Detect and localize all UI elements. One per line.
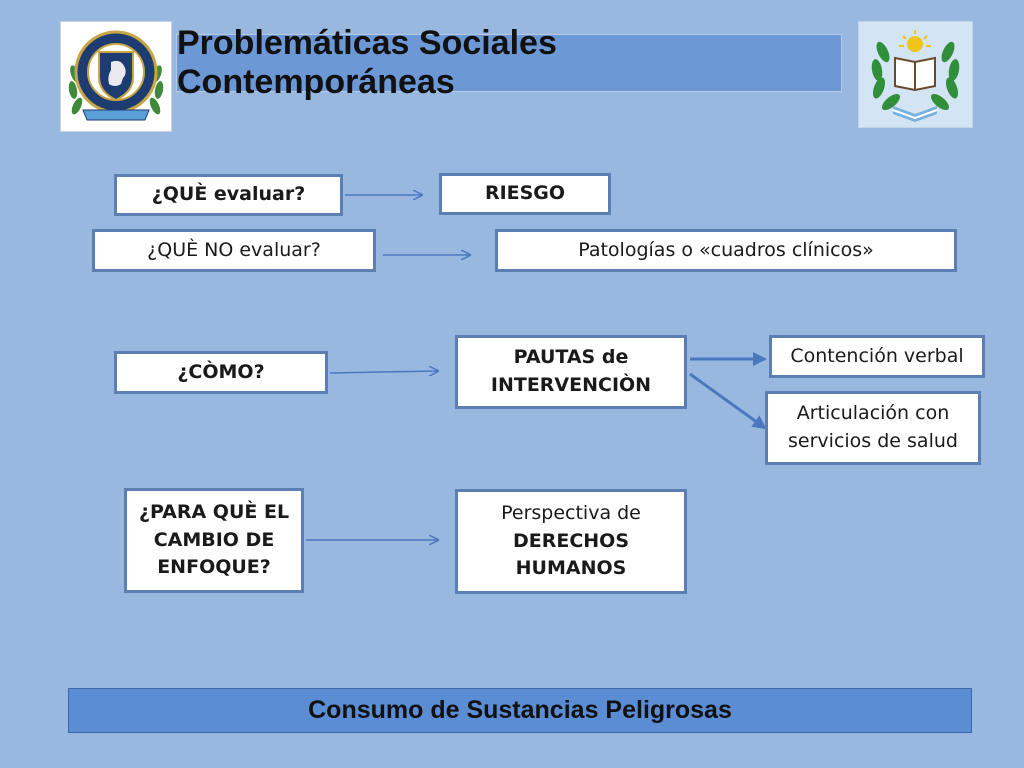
patologias-box: Patologías o «cuadros clínicos» — [495, 229, 957, 272]
perspectiva-box: Perspectiva de DERECHOS HUMANOS — [455, 489, 687, 594]
arrow-pautas-to-articulacion — [689, 372, 767, 430]
instituto-universitario-logo — [60, 21, 172, 132]
pautas-label-line1: PAUTAS de — [513, 346, 629, 369]
para-que-label-line2: CAMBIO DE — [153, 528, 275, 551]
perspectiva-label-line1: Perspectiva de — [501, 502, 641, 525]
footer-subtitle: Consumo de Sustancias Peligrosas — [68, 688, 972, 733]
book-laurel-emblem-icon — [858, 21, 973, 128]
page-title: Problemáticas Sociales Contemporáneas — [176, 24, 842, 101]
que-no-evaluar-label: ¿QUÈ NO evaluar? — [147, 238, 321, 261]
que-evaluar-box: ¿QUÈ evaluar? — [114, 174, 343, 216]
para-que-label-line1: ¿PARA QUÈ EL — [138, 501, 290, 524]
contencion-box: Contención verbal — [769, 335, 985, 378]
patologias-label: Patologías o «cuadros clínicos» — [578, 238, 874, 261]
como-label: ¿CÒMO? — [177, 360, 265, 383]
riesgo-box: RIESGO — [439, 173, 611, 215]
articulacion-box: Articulación con servicios de salud — [765, 391, 981, 465]
contencion-label: Contención verbal — [790, 344, 964, 367]
perspectiva-label-line3: HUMANOS — [515, 557, 627, 580]
como-box: ¿CÒMO? — [114, 351, 328, 394]
articulacion-label-line2: servicios de salud — [788, 430, 958, 452]
riesgo-label: RIESGO — [484, 182, 566, 205]
arrow-como-to-pautas — [329, 371, 438, 373]
que-evaluar-label: ¿QUÈ evaluar? — [151, 183, 306, 206]
articulacion-label-line1: Articulación con — [796, 402, 950, 425]
que-no-evaluar-box: ¿QUÈ NO evaluar? — [92, 229, 376, 272]
pautas-box: PAUTAS de INTERVENCIÒN — [455, 335, 687, 409]
para-que-box: ¿PARA QUÈ EL CAMBIO DE ENFOQUE? — [124, 488, 304, 593]
perspectiva-label-line2: DERECHOS — [512, 529, 630, 552]
para-que-label-line3: ENFOQUE? — [157, 556, 271, 579]
pautas-label-line2: INTERVENCIÒN — [490, 374, 652, 396]
police-shield-emblem-icon — [68, 30, 164, 121]
